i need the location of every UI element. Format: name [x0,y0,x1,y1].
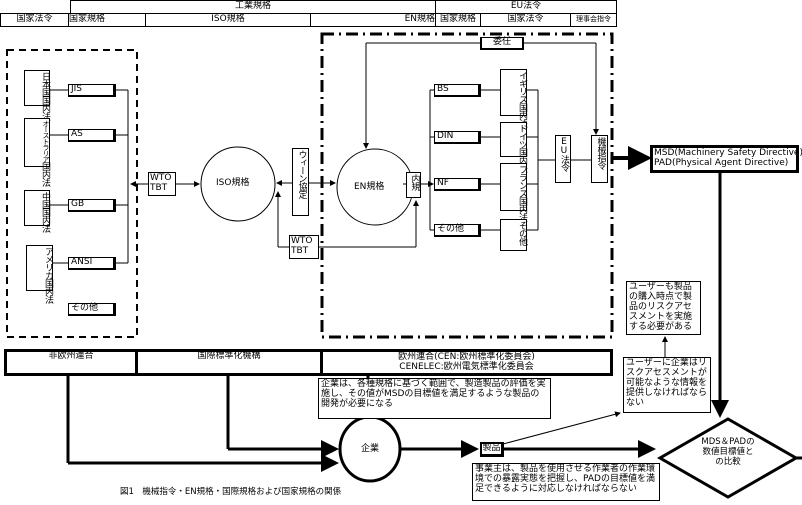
mandate-box: 委任 [480,37,524,50]
comparison-diamond [656,417,800,499]
australia-law-box: オーストラリア国内法 [24,118,50,186]
country-name: イギリス [517,71,527,103]
note-company-eval: 企業は、各種規格に基づく範囲で、製造製品の評価を実施し、その値がMSDの目標値を… [318,378,551,419]
germany-law-box: ドイツ国内法 [500,122,527,172]
directives-box: MSD(Machinery Safety Directive)PAD(Physi… [650,145,802,173]
country-name: その他 [517,221,527,245]
msd-label: MSD(Machinery Safety Directive) [654,148,802,159]
country-name: ドイツ [517,124,527,148]
standard-nf: NF [434,178,481,191]
header-eu-national-law: 国家法令 [480,13,571,27]
header-eu-law: EU法令 [435,0,617,14]
comparison-label: MDS＆PADの 数値目標値と の比較 [701,437,755,467]
org-iso: 国際標準化機構 [135,349,323,376]
country-name: オーストラリア [42,120,50,162]
wto-tbt-box-bottom: WTO TBT [289,235,319,259]
law-label: 国内法 [40,208,50,232]
law-label: 国内法 [43,279,53,303]
standard-gb: GB [68,199,116,212]
header-eu-national-standard: 国家規格 [435,13,481,27]
eu-law-box: EU法令 [555,135,571,183]
iso-circle [200,146,276,222]
header-industrial-standards: 工業規格 [70,0,436,14]
standard-jis: JIS [68,84,116,97]
standard-din: DIN [434,131,481,144]
note-employer: 事業主は、製品を使用させる作業者の作業環境での暴露実態を把握し、PADの目標値を… [472,463,660,501]
france-law-box: フランス国内法 [500,163,527,221]
standard-as: AS [68,129,116,142]
law-label: 国内法 [517,103,527,127]
header-en-standard: EN規格 [310,13,436,27]
header-iso-standard: ISO規格 [145,13,311,27]
en-standard-label: EN規格 [354,182,385,192]
other-law-box: その他 [500,219,527,251]
header-national-law: 国家法令 [0,13,69,27]
country-name: 日本国 [40,72,50,96]
internal-rules-box: 内規 [406,172,421,198]
law-label: 国内法 [517,148,527,172]
note-user-assessment: ユーザーも製品の購入時点で製品のリスクアセスメントを実施する必要がある [626,281,701,335]
note-provide-info: ユーザーに企業はリスクアセスメントが可能なような情報を提供しなければならない [623,357,711,413]
company-label: 企業 [361,444,380,454]
standard-eu-other: その他 [434,224,481,237]
non-eu-group-border [6,49,138,338]
product-box: 製品 [480,442,504,457]
uk-law-box: イギリス国内法 [500,69,527,127]
vienna-agreement-box: ウィーン協定 [292,148,309,216]
machinery-directive-box: 機械指令 [591,135,608,183]
header-national-standard: 国家規格 [68,13,146,27]
standard-bs: BS [434,84,481,97]
header-council-directive: 理事会指令 [570,13,617,27]
org-non-eu: 非欧州連合 [4,349,138,376]
country-name: アメリカ [43,247,53,279]
country-name: 中国 [40,192,50,208]
pad-label: PAD(Physical Agent Directive) [654,158,789,168]
china-law-box: 中国国内法 [24,190,50,232]
usa-law-box: アメリカ国内法 [26,245,53,303]
law-label: 国内法 [40,162,50,186]
eu-group-border [320,32,614,339]
standard-other: その他 [68,303,116,316]
org-eu: 欧州連合(CEN:欧州標準化委員会) CENELEC:欧州電気標準化委員会 [320,349,613,376]
japan-law-box: 日本国国内法 [24,70,50,120]
wto-tbt-box-left: WTO TBT [148,172,176,196]
law-label: 国内法 [517,197,527,221]
standard-ansi: ANSI [68,257,116,270]
law-label: 国内法 [40,96,50,120]
iso-standard-label: ISO規格 [216,178,250,188]
country-name: フランス [517,165,527,197]
figure-caption: 図1 機械指令・EN規格・国際規格および国家規格の関係 [120,487,342,497]
